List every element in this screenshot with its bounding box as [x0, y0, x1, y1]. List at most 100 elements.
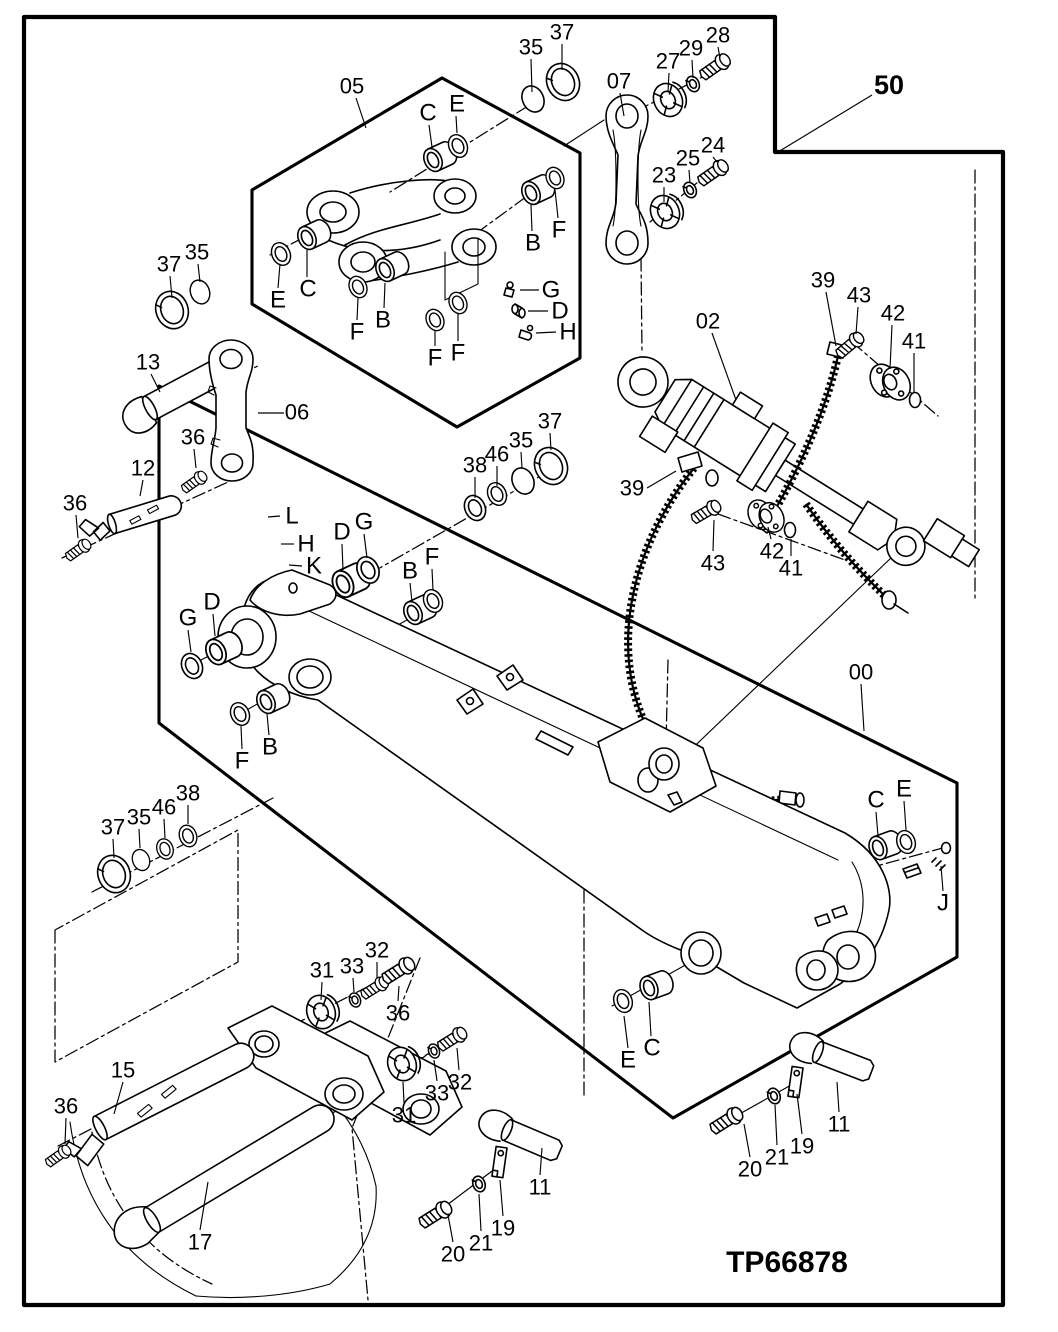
- leader-31: [320, 981, 323, 1001]
- callout-32: 32: [448, 1070, 472, 1095]
- callout-D: D: [203, 589, 220, 616]
- washer-33: [346, 990, 364, 1010]
- leader-17: [199, 1181, 209, 1231]
- callout-37: 37: [538, 409, 562, 434]
- link-06: [207, 339, 254, 482]
- callout-31: 31: [310, 958, 334, 983]
- callout-13: 13: [136, 350, 160, 375]
- callout-46: 46: [485, 442, 509, 467]
- leader-H: [535, 331, 557, 334]
- leader-C: [875, 811, 879, 837]
- callout-K: K: [306, 553, 322, 580]
- leader-B: [409, 582, 413, 603]
- leader-19: [796, 1093, 803, 1135]
- callout-33: 33: [340, 954, 364, 979]
- leader-B: [383, 282, 386, 309]
- grease-fitting-G: [503, 281, 515, 298]
- callout-28: 28: [706, 23, 730, 48]
- leader-15: [113, 1081, 124, 1115]
- callout-G: G: [355, 509, 374, 536]
- leader-36: [64, 1117, 67, 1145]
- callout-F: F: [552, 217, 567, 244]
- callout-11: 11: [828, 1112, 851, 1137]
- callout-37: 37: [157, 252, 181, 277]
- seal-E: [609, 986, 637, 1016]
- lock-plate-19: [491, 1145, 508, 1179]
- callout-20: 20: [738, 1157, 762, 1182]
- leader-07: [619, 92, 625, 117]
- callout-36: 36: [54, 1094, 78, 1119]
- callout-43: 43: [701, 551, 725, 576]
- callout-C: C: [643, 1035, 660, 1062]
- seal-37: [539, 57, 587, 107]
- leader-00: [860, 683, 865, 732]
- seal-F: [226, 698, 254, 730]
- leader-E: [623, 1015, 629, 1049]
- callout-32: 32: [365, 938, 389, 963]
- leader-42: [889, 324, 893, 370]
- arm-00: [217, 569, 891, 1009]
- callout-05: 05: [340, 74, 364, 99]
- leader-05: [355, 97, 367, 129]
- callout-12: 12: [131, 456, 155, 481]
- callout-D: D: [551, 298, 568, 325]
- leader-11: [539, 1147, 543, 1176]
- callout-37: 37: [550, 20, 574, 45]
- callout-36: 36: [386, 1001, 410, 1026]
- grease-adapter-D: [511, 303, 526, 319]
- callout-35: 35: [509, 428, 533, 453]
- leader-35: [520, 451, 523, 469]
- leader-E: [277, 263, 281, 289]
- cylinder-02: [617, 356, 981, 568]
- callout-E: E: [896, 776, 912, 803]
- callout-J: J: [937, 890, 949, 917]
- callout-F: F: [428, 345, 443, 372]
- leader-36: [397, 985, 400, 1002]
- callout-E: E: [620, 1047, 636, 1074]
- callout-35: 35: [127, 805, 151, 830]
- seal-F: [444, 288, 472, 318]
- panel-05-outline: [250, 76, 582, 429]
- callout-38: 38: [176, 781, 200, 806]
- grease-elbow-H: [518, 324, 534, 341]
- pin-11-set-right: [706, 1026, 878, 1139]
- callout-36: 36: [63, 491, 87, 516]
- callout-19: 19: [790, 1134, 814, 1159]
- callout-C: C: [419, 100, 436, 127]
- washer-21: [469, 1173, 489, 1195]
- leader-32: [456, 1047, 460, 1071]
- callout-C: C: [299, 276, 316, 303]
- link-05-bushings-seals: [267, 130, 569, 341]
- callout-B: B: [402, 558, 418, 585]
- seal-F: [421, 305, 449, 335]
- bearing-27: [647, 76, 693, 123]
- leader-24: [712, 156, 718, 163]
- callout-B: B: [375, 307, 391, 334]
- leader-D: [341, 543, 344, 571]
- leader-L: [267, 515, 281, 518]
- leader-F: [240, 725, 243, 750]
- leader-42: [767, 526, 772, 540]
- leader-27: [667, 72, 670, 93]
- leader-36: [75, 514, 79, 539]
- callout-E: E: [270, 287, 286, 314]
- leader-33: [352, 977, 355, 993]
- leader-43: [712, 519, 715, 552]
- leader-33: [433, 1059, 438, 1082]
- callout-39: 39: [620, 476, 644, 501]
- callout-00: 00: [849, 660, 873, 685]
- callout-07: 07: [607, 69, 631, 94]
- callout-42: 42: [881, 301, 905, 326]
- leader-20: [743, 1123, 751, 1158]
- leader-F: [356, 297, 359, 321]
- callout-11: 11: [529, 1175, 552, 1200]
- leader-39: [825, 291, 837, 347]
- seal-G: [176, 649, 208, 683]
- leader-39: [646, 470, 677, 489]
- callout-39: 39: [811, 268, 835, 293]
- shim-35: [128, 846, 154, 874]
- leader-F: [431, 568, 434, 591]
- leader-19: [499, 1179, 504, 1217]
